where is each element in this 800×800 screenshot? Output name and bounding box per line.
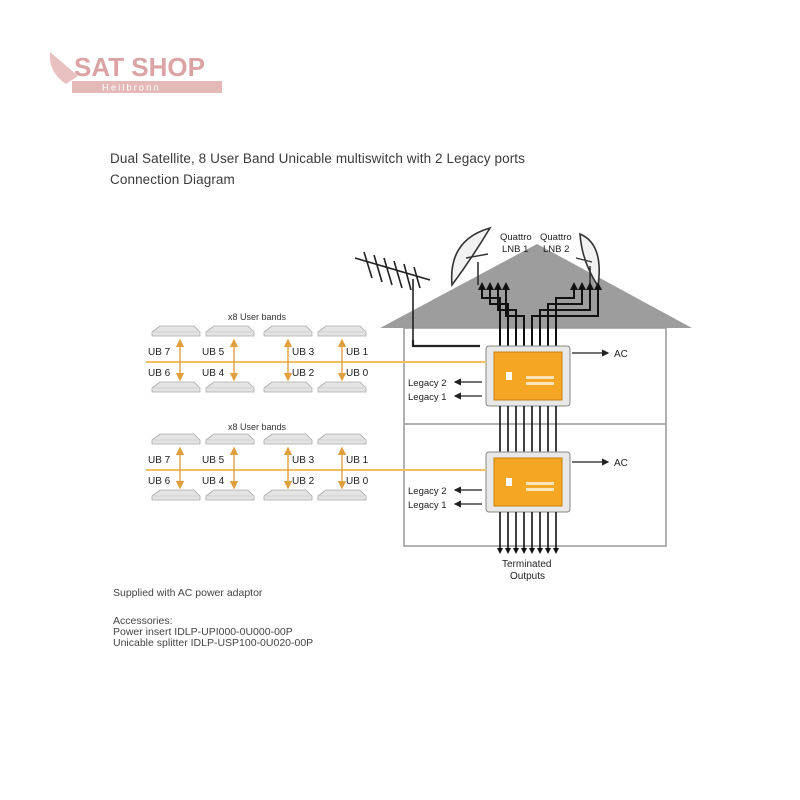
multiswitch-lower: [453, 451, 610, 554]
legacy1-label-upper: Legacy 1: [408, 392, 447, 403]
lnb2-label-line1: Quattro: [540, 232, 572, 243]
ub-label: UB 7: [148, 455, 171, 466]
user-bands-label-lower: x8 User bands: [228, 422, 287, 432]
ac-label-lower: AC: [614, 458, 628, 469]
logo-dish-icon: [49, 52, 78, 84]
user-bands-label-upper: x8 User bands: [228, 312, 287, 322]
lnb1-label-line1: Quattro: [500, 232, 532, 243]
receiver-icon: [151, 325, 201, 337]
ub-label: UB 3: [292, 347, 315, 358]
legacy1-label-lower: Legacy 1: [408, 500, 447, 511]
ub-label: UB 3: [292, 455, 315, 466]
receiver-icon: [263, 489, 313, 501]
splitter-note: Unicable splitter IDLP-USP100-0U020-00P: [113, 637, 314, 649]
ub-label: UB 6: [148, 476, 171, 487]
receiver-icon: [205, 325, 255, 337]
terminated-label-line1: Terminated: [502, 559, 551, 570]
ub-label: UB 7: [148, 347, 171, 358]
receiver-icon: [263, 433, 313, 445]
receiver-icon: [317, 381, 367, 393]
receiver-icon: [263, 325, 313, 337]
ub-label: UB 1: [346, 347, 369, 358]
lnb1-label-line2: LNB 1: [502, 244, 528, 255]
sat-shop-logo: SAT SHOP Heilbronn: [49, 52, 222, 94]
ub-label: UB 4: [202, 368, 225, 379]
house: [380, 244, 692, 547]
legacy2-label-lower: Legacy 2: [408, 486, 447, 497]
ub-label: UB 6: [148, 368, 171, 379]
power-insert-note: Power insert IDLP-UPI000-0U000-00P: [113, 626, 293, 638]
receiver-icon: [205, 433, 255, 445]
roof: [380, 244, 692, 328]
logo-city: Heilbronn: [102, 83, 161, 94]
diagram-title-line2: Connection Diagram: [110, 172, 235, 187]
receiver-icon: [205, 381, 255, 393]
terrestrial-antenna-icon: [354, 251, 480, 348]
user-bands-upper: x8 User bands UB 7 UB 5 UB 3 UB 1 UB 6 U…: [146, 312, 486, 393]
ac-label-upper: AC: [614, 349, 628, 360]
satellite-dish-left-icon: [450, 226, 492, 288]
lnb-cables: [478, 282, 602, 346]
user-bands-lower: x8 User bands UB 7 UB 5 UB 3 UB 1 UB 6 U…: [146, 422, 486, 501]
ub-label: UB 5: [202, 455, 225, 466]
ub-label: UB 0: [346, 368, 369, 379]
receiver-icon: [317, 489, 367, 501]
receiver-icon: [151, 381, 201, 393]
ub-label: UB 2: [292, 476, 315, 487]
receiver-icon: [151, 433, 201, 445]
ub-label: UB 1: [346, 455, 369, 466]
receiver-icon: [317, 433, 367, 445]
ub-label: UB 0: [346, 476, 369, 487]
receiver-icon: [263, 381, 313, 393]
logo-brand: SAT SHOP: [74, 52, 205, 82]
diagram-title-line1: Dual Satellite, 8 User Band Unicable mul…: [110, 151, 525, 166]
house-walls: [403, 327, 667, 547]
multiswitch-upper: [453, 345, 610, 452]
supplied-note: Supplied with AC power adaptor: [113, 587, 263, 599]
ub-label: UB 2: [292, 368, 315, 379]
receiver-icon: [205, 489, 255, 501]
legacy2-label-upper: Legacy 2: [408, 378, 447, 389]
ub-label: UB 5: [202, 347, 225, 358]
receiver-icon: [151, 489, 201, 501]
lnb2-label-line2: LNB 2: [543, 244, 569, 255]
satellite-dish-right-icon: [575, 232, 600, 289]
receiver-icon: [317, 325, 367, 337]
terminated-label-line2: Outputs: [510, 571, 545, 582]
ub-label: UB 4: [202, 476, 225, 487]
accessories-heading: Accessories:: [113, 615, 173, 627]
